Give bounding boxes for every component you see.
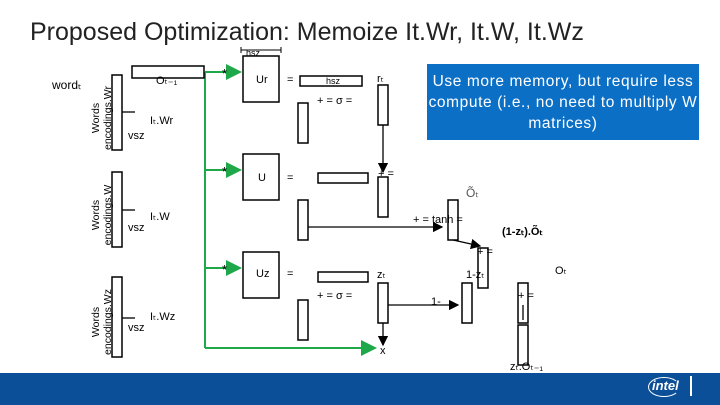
footer-bar: [0, 373, 720, 405]
plus-sigma-label-2: + = σ =: [317, 290, 353, 302]
mult-sign-2: *: [222, 164, 228, 179]
ot-box: [517, 282, 529, 324]
uz-result-bar: [317, 271, 369, 283]
mult-sign-3: *: [222, 262, 228, 277]
o-tilde-label: Õₜ: [466, 186, 479, 200]
slide-title: Proposed Optimization: Memoize It.Wr, It…: [30, 18, 584, 46]
plus-sigma-label-1: + = σ =: [317, 95, 353, 107]
intel-logo: intel: [648, 376, 692, 397]
eq-label-2: =: [287, 172, 294, 184]
eq-label-3: =: [287, 268, 294, 280]
rt-box: [377, 84, 389, 126]
plus-eq-label-2: + =: [378, 168, 394, 180]
it-wr-box: [297, 102, 309, 144]
r-times-u-box: [377, 176, 389, 218]
vsz-label-1: vsz: [128, 130, 145, 142]
words-encodings-w-label: Words encodings.W: [90, 184, 114, 246]
one-minus-zt-box: [461, 282, 473, 324]
words-encodings-wr-label: Words encodings.Wr: [90, 86, 114, 151]
it-wz-label: Iₜ.Wz: [150, 311, 176, 323]
it-w-label: Iₜ.W: [150, 211, 170, 223]
it-w-box: [297, 199, 309, 241]
word-t-label: wordₜ: [52, 78, 82, 92]
one-minus-zt-label: 1-zₜ: [466, 269, 485, 281]
ur-label: Ur: [256, 74, 268, 86]
ur-result-bar: [299, 75, 363, 87]
eq-label-1: =: [287, 74, 294, 86]
plus-eq-label-3: + =: [477, 246, 493, 258]
it-wz-box: [297, 299, 309, 341]
green-o-prev-line: [204, 64, 377, 356]
words-encoding-wz-box: [111, 276, 123, 358]
u-matrix: [242, 153, 280, 201]
plus-tanh-label: + = tanh =: [413, 214, 463, 226]
o-prev-label: Oₜ₋₁: [156, 75, 178, 87]
vsz-label-2: vsz: [128, 222, 145, 234]
rt-label: rₜ: [377, 73, 384, 85]
zt-box: [377, 282, 389, 324]
x-label: x: [380, 345, 386, 357]
hsz-mid-label: hsz: [326, 76, 341, 86]
it-wr-label: Iₜ.Wr: [150, 115, 174, 127]
o-prev-box: [131, 65, 205, 79]
ot-label: Oₜ: [555, 265, 567, 277]
one-minus-z-o-label: (1-zₜ).Õₜ: [502, 226, 543, 238]
zt-oprev-label: zₜ.Oₜ₋₁: [510, 361, 544, 373]
hsz-top-label: hsz: [246, 48, 261, 58]
words-encodings-wz-label: Words encodings.Wz: [90, 289, 114, 355]
one-minus-z-o-box: [477, 247, 489, 289]
one-minus-label: 1-: [431, 296, 441, 308]
zt-oprev-box: [517, 324, 529, 366]
memory-callout: Use more memory, but require less comput…: [427, 64, 699, 140]
plus-eq-label-4: + =: [518, 290, 534, 302]
u-label: U: [258, 172, 266, 184]
zt-label: zₜ: [377, 269, 386, 281]
uz-matrix: [242, 251, 280, 299]
ur-matrix: [242, 55, 280, 103]
vsz-label-3: vsz: [128, 322, 145, 334]
mult-sign-1: *: [222, 66, 228, 81]
u-result-bar: [317, 172, 369, 184]
uz-label: Uz: [256, 268, 270, 280]
